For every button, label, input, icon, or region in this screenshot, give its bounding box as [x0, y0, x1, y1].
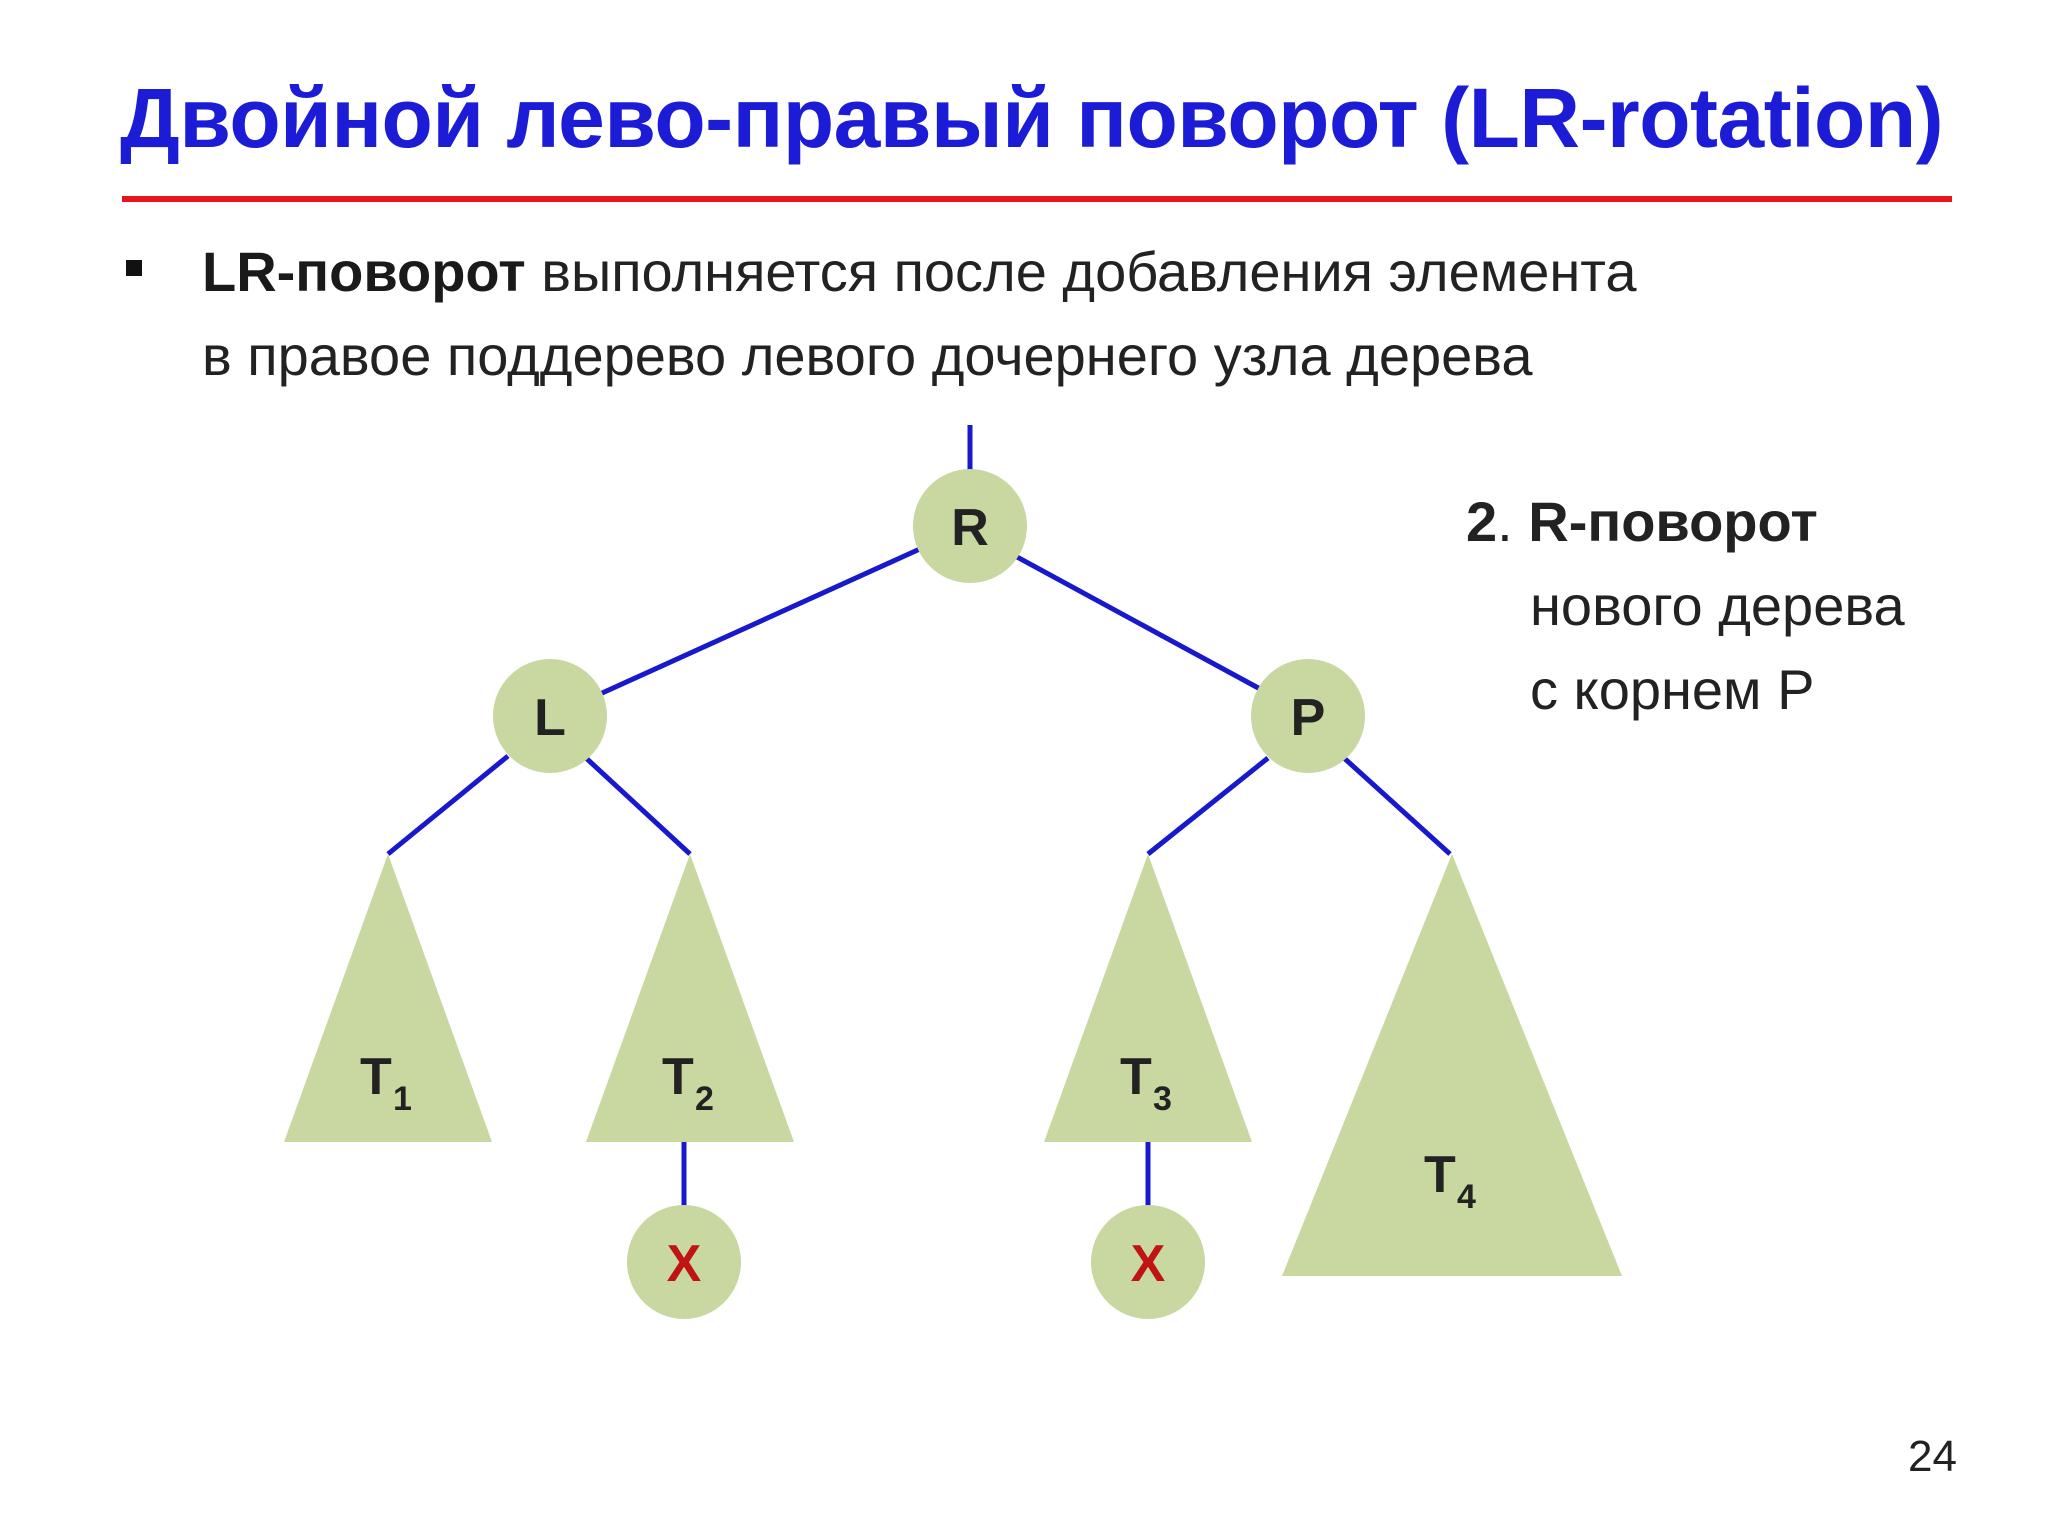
note-step-number: 2: [1466, 490, 1498, 553]
subtree-t2-label: T: [662, 1048, 694, 1106]
edge-right-t4: [1342, 756, 1452, 856]
node-left-label: L: [534, 689, 566, 747]
node-inserted-2-label: X: [1131, 1235, 1166, 1293]
node-right-circle: [1251, 659, 1365, 773]
note-separator: .: [1497, 490, 1529, 553]
subtree-t1-subscript: 1: [393, 1080, 412, 1118]
node-root-circle: [913, 469, 1027, 583]
subtree-t4-triangle: [1282, 854, 1622, 1276]
note-line-3: с корнем P: [1530, 658, 1815, 721]
node-inserted-1-label: X: [667, 1235, 702, 1293]
subtree-t1-triangle: [284, 854, 492, 1142]
tree-nodes: [493, 469, 1365, 1319]
bullet-line-1-rest: выполняется после добавления элемента: [525, 240, 1637, 303]
node-left-circle: [493, 659, 607, 773]
subtree-t3-label: T: [1120, 1048, 1152, 1106]
subtree-t4-subscript: 4: [1457, 1178, 1476, 1216]
subtree-triangles: [284, 854, 1622, 1276]
bullet-line-1: LR-поворот выполняется после добавления …: [202, 230, 1636, 314]
note-line-1: 2. R-поворот: [1466, 480, 1905, 564]
bullet-square-icon: [126, 260, 142, 276]
step-note: 2. R-поворот нового дерева с корнем P: [1466, 480, 1905, 732]
subtree-t3-subscript: 3: [1153, 1080, 1172, 1118]
node-inserted-2-circle: [1091, 1205, 1205, 1319]
edge-root-left: [598, 545, 924, 697]
node-inserted-1-circle: [627, 1205, 741, 1319]
subtree-t2-triangle: [586, 854, 794, 1142]
subtree-t1-label: T: [360, 1048, 392, 1106]
note-line-2: нового дерева: [1530, 574, 1905, 637]
bullet-line-2: в правое поддерево левого дочернего узла…: [202, 324, 1533, 387]
edge-left-t1: [386, 754, 510, 856]
edge-root-right: [1015, 554, 1264, 693]
subtree-t2-subscript: 2: [695, 1080, 714, 1118]
bullet-text: LR-поворот выполняется после добавления …: [202, 230, 1636, 398]
title-divider: [122, 196, 1952, 202]
node-right-label: P: [1291, 689, 1326, 747]
page-number: 24: [1908, 1432, 1957, 1481]
subtree-t3-triangle: [1044, 854, 1252, 1142]
node-root-label: R: [951, 499, 989, 557]
edge-right-t3: [1146, 756, 1270, 856]
edge-left-t2: [584, 756, 692, 856]
subtree-t4-label: T: [1424, 1146, 1456, 1204]
tree-edges: [386, 425, 1452, 1206]
note-step-title: R-поворот: [1528, 490, 1818, 553]
bullet-bold-term: LR-поворот: [202, 240, 526, 303]
slide-title: Двойной лево-правый поворот (LR-rotation…: [120, 71, 1944, 165]
